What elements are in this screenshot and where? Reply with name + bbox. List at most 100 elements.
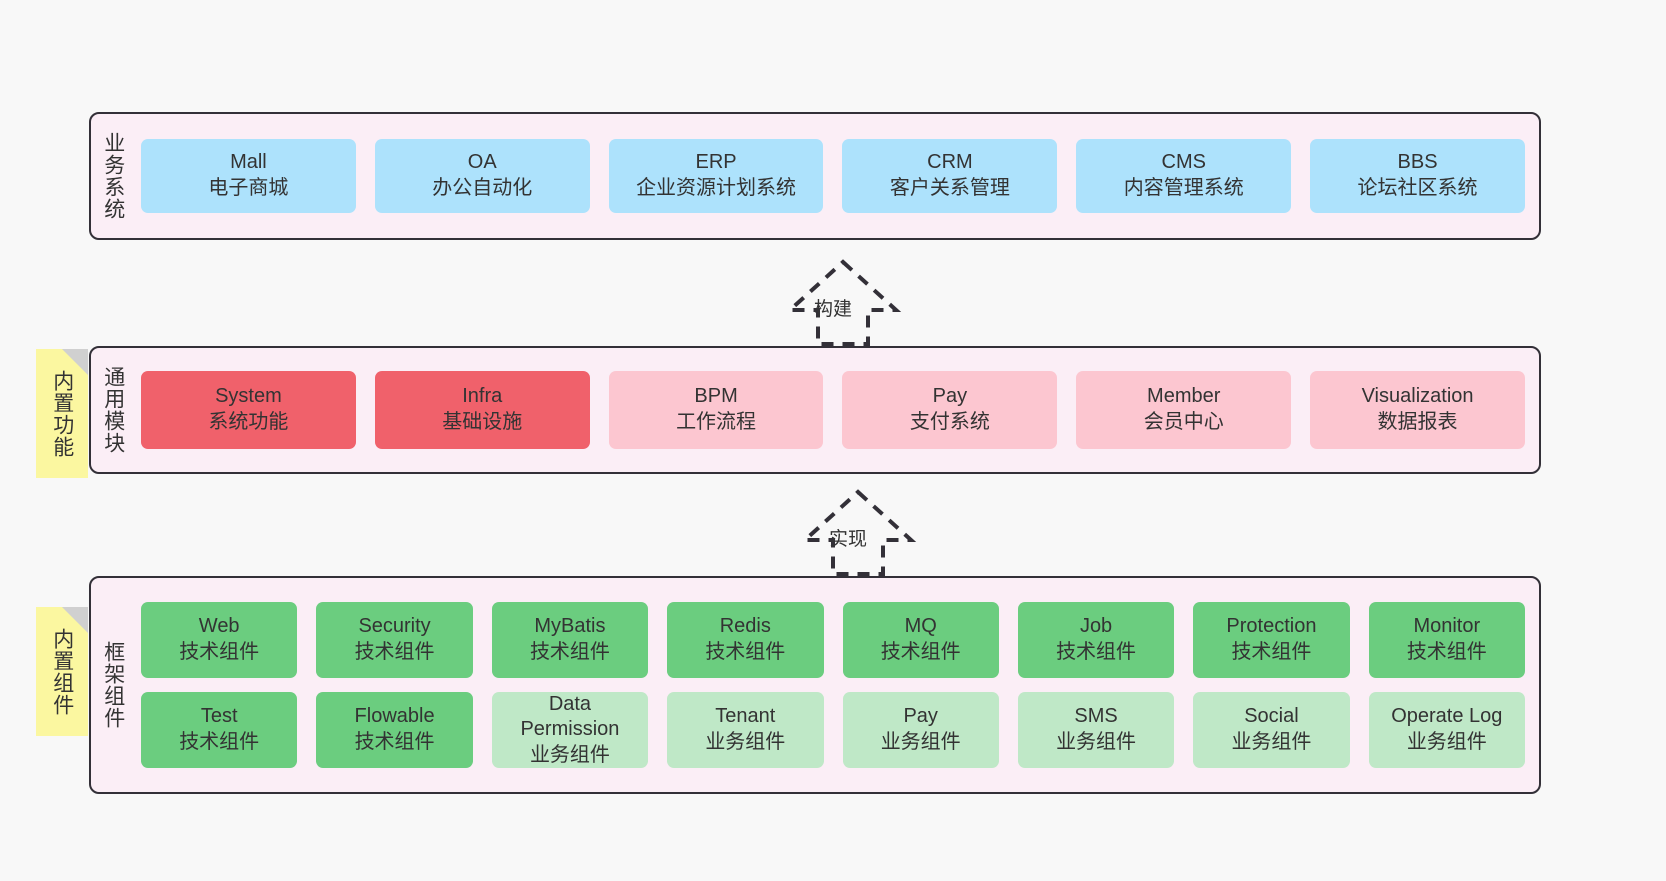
card-title-cn: 技术组件 (1056, 641, 1137, 663)
card-title-cn: 电子商城 (208, 177, 289, 199)
card-title-en: Operate Log (1391, 705, 1503, 728)
layer-title-framework-component: 框架组件 (101, 641, 125, 729)
card-title-en: Test (200, 705, 238, 728)
card-title-en: Protection (1226, 615, 1317, 638)
card-title-en: OA (467, 151, 497, 174)
layer-common-module[interactable]: 通用模块 System 系统功能 Infra 基础设施 BPM 工作流程 Pay… (89, 346, 1541, 474)
card-title-cn: 技术组件 (354, 641, 435, 663)
card-title-cn: 数据报表 (1377, 411, 1458, 433)
card-title-en: BPM (694, 385, 738, 408)
note-text: 内置功能 (50, 369, 74, 458)
card-cms[interactable]: CMS 内容管理系统 (1076, 139, 1292, 213)
card-crm[interactable]: CRM 客户关系管理 (842, 139, 1058, 213)
card-title-en: Security (358, 615, 431, 638)
card-mq[interactable]: MQ 技术组件 (842, 602, 999, 678)
card-title-cn: 技术组件 (1231, 641, 1312, 663)
card-job[interactable]: Job 技术组件 (1017, 602, 1175, 678)
card-title-en: BBS (1397, 151, 1438, 174)
card-title-cn: 论坛社区系统 (1357, 177, 1478, 199)
card-member[interactable]: Member 会员中心 (1076, 371, 1292, 449)
card-title-en: Data Permission (520, 692, 620, 741)
card-row: Mall 电子商城 OA 办公自动化 ERP 企业资源计划系统 CRM 客户关系… (141, 139, 1525, 213)
card-title-en: Monitor (1413, 615, 1481, 638)
arrow-shape-realize (799, 489, 917, 576)
card-title-en: MQ (904, 615, 937, 638)
arrow-shape-build (784, 259, 902, 346)
layer-framework-component[interactable]: 框架组件 Web 技术组件 Security 技术组件 MyBatis 技术组件… (89, 576, 1541, 794)
card-redis[interactable]: Redis 技术组件 (667, 602, 824, 678)
card-web[interactable]: Web 技术组件 (141, 602, 298, 678)
layer-business-system[interactable]: 业务系统 Mall 电子商城 OA 办公自动化 ERP 企业资源计划系统 CRM… (89, 112, 1541, 240)
card-pay-business[interactable]: Pay 业务组件 (842, 692, 999, 768)
card-title-en: Web (198, 615, 240, 638)
note-builtin-component[interactable]: 内置组件 (36, 607, 88, 736)
note-text: 内置组件 (50, 627, 74, 716)
arrow-realize: 实现 (763, 486, 953, 576)
card-title-en: Member (1147, 385, 1221, 408)
card-title-en: Pay (932, 385, 968, 408)
card-title-cn: 客户关系管理 (889, 177, 1010, 199)
card-title-cn: 内容管理系统 (1123, 177, 1244, 199)
card-bpm[interactable]: BPM 工作流程 (608, 371, 824, 449)
arrow-label-realize: 实现 (829, 529, 868, 550)
card-title-en: Job (1079, 615, 1113, 638)
card-title-en: Redis (719, 615, 771, 638)
card-title-en: ERP (695, 151, 737, 174)
card-row: Test 技术组件 Flowable 技术组件 Data Permission … (141, 692, 1525, 768)
card-protection[interactable]: Protection 技术组件 (1193, 602, 1350, 678)
layer-title-business-system: 业务系统 (101, 132, 125, 220)
card-title-en: SMS (1074, 705, 1118, 728)
card-title-en: Tenant (715, 705, 776, 728)
card-sms[interactable]: SMS 业务组件 (1017, 692, 1175, 768)
card-title-en: Flowable (354, 705, 435, 728)
card-operate-log[interactable]: Operate Log 业务组件 (1368, 692, 1525, 768)
card-title-en: System (215, 385, 282, 408)
card-title-en: Mall (230, 151, 267, 174)
card-title-cn: 业务组件 (1406, 731, 1487, 753)
card-title-en: Infra (462, 385, 503, 408)
card-title-cn: 业务组件 (880, 731, 961, 753)
card-security[interactable]: Security 技术组件 (316, 602, 473, 678)
card-title-cn: 业务组件 (529, 743, 610, 766)
card-title-en: Pay (903, 705, 938, 728)
card-infra[interactable]: Infra 基础设施 (374, 371, 590, 449)
card-pay[interactable]: Pay 支付系统 (842, 371, 1058, 449)
card-title-cn: 业务组件 (1231, 731, 1312, 753)
card-title-cn: 企业资源计划系统 (636, 177, 797, 199)
card-title-cn: 业务组件 (1056, 731, 1137, 753)
card-title-cn: 技术组件 (529, 641, 610, 663)
card-title-cn: 办公自动化 (432, 177, 533, 199)
card-bbs[interactable]: BBS 论坛社区系统 (1310, 139, 1525, 213)
card-mybatis[interactable]: MyBatis 技术组件 (491, 602, 649, 678)
arrow-label-build: 构建 (814, 299, 853, 320)
card-title-en: Visualization (1361, 385, 1474, 408)
card-flowable[interactable]: Flowable 技术组件 (316, 692, 473, 768)
card-title-cn: 技术组件 (1406, 641, 1487, 663)
arrow-build: 构建 (748, 256, 938, 346)
layer-body-common-module: System 系统功能 Infra 基础设施 BPM 工作流程 Pay 支付系统… (135, 348, 1539, 472)
card-title-cn: 会员中心 (1143, 411, 1224, 433)
card-data-permission[interactable]: Data Permission 业务组件 (491, 692, 649, 768)
card-title-cn: 支付系统 (909, 411, 990, 433)
card-visualization[interactable]: Visualization 数据报表 (1310, 371, 1525, 449)
card-title-cn: 工作流程 (676, 411, 757, 433)
card-title-cn: 技术组件 (705, 641, 786, 663)
card-test[interactable]: Test 技术组件 (141, 692, 298, 768)
card-title-cn: 基础设施 (442, 411, 523, 433)
card-title-cn: 业务组件 (705, 731, 786, 753)
card-system[interactable]: System 系统功能 (141, 371, 356, 449)
card-title-cn: 系统功能 (208, 411, 289, 433)
card-mall[interactable]: Mall 电子商城 (141, 139, 356, 213)
card-row: System 系统功能 Infra 基础设施 BPM 工作流程 Pay 支付系统… (141, 371, 1525, 449)
card-oa[interactable]: OA 办公自动化 (374, 139, 590, 213)
card-row: Web 技术组件 Security 技术组件 MyBatis 技术组件 Redi… (141, 602, 1525, 678)
card-title-en: CRM (927, 151, 973, 174)
layer-body-business-system: Mall 电子商城 OA 办公自动化 ERP 企业资源计划系统 CRM 客户关系… (135, 114, 1539, 238)
card-tenant[interactable]: Tenant 业务组件 (667, 692, 824, 768)
card-social[interactable]: Social 业务组件 (1193, 692, 1350, 768)
layer-body-framework-component: Web 技术组件 Security 技术组件 MyBatis 技术组件 Redi… (135, 578, 1539, 792)
layer-title-common-module: 通用模块 (101, 366, 125, 454)
card-monitor[interactable]: Monitor 技术组件 (1368, 602, 1525, 678)
card-erp[interactable]: ERP 企业资源计划系统 (608, 139, 824, 213)
note-builtin-function[interactable]: 内置功能 (36, 349, 88, 478)
